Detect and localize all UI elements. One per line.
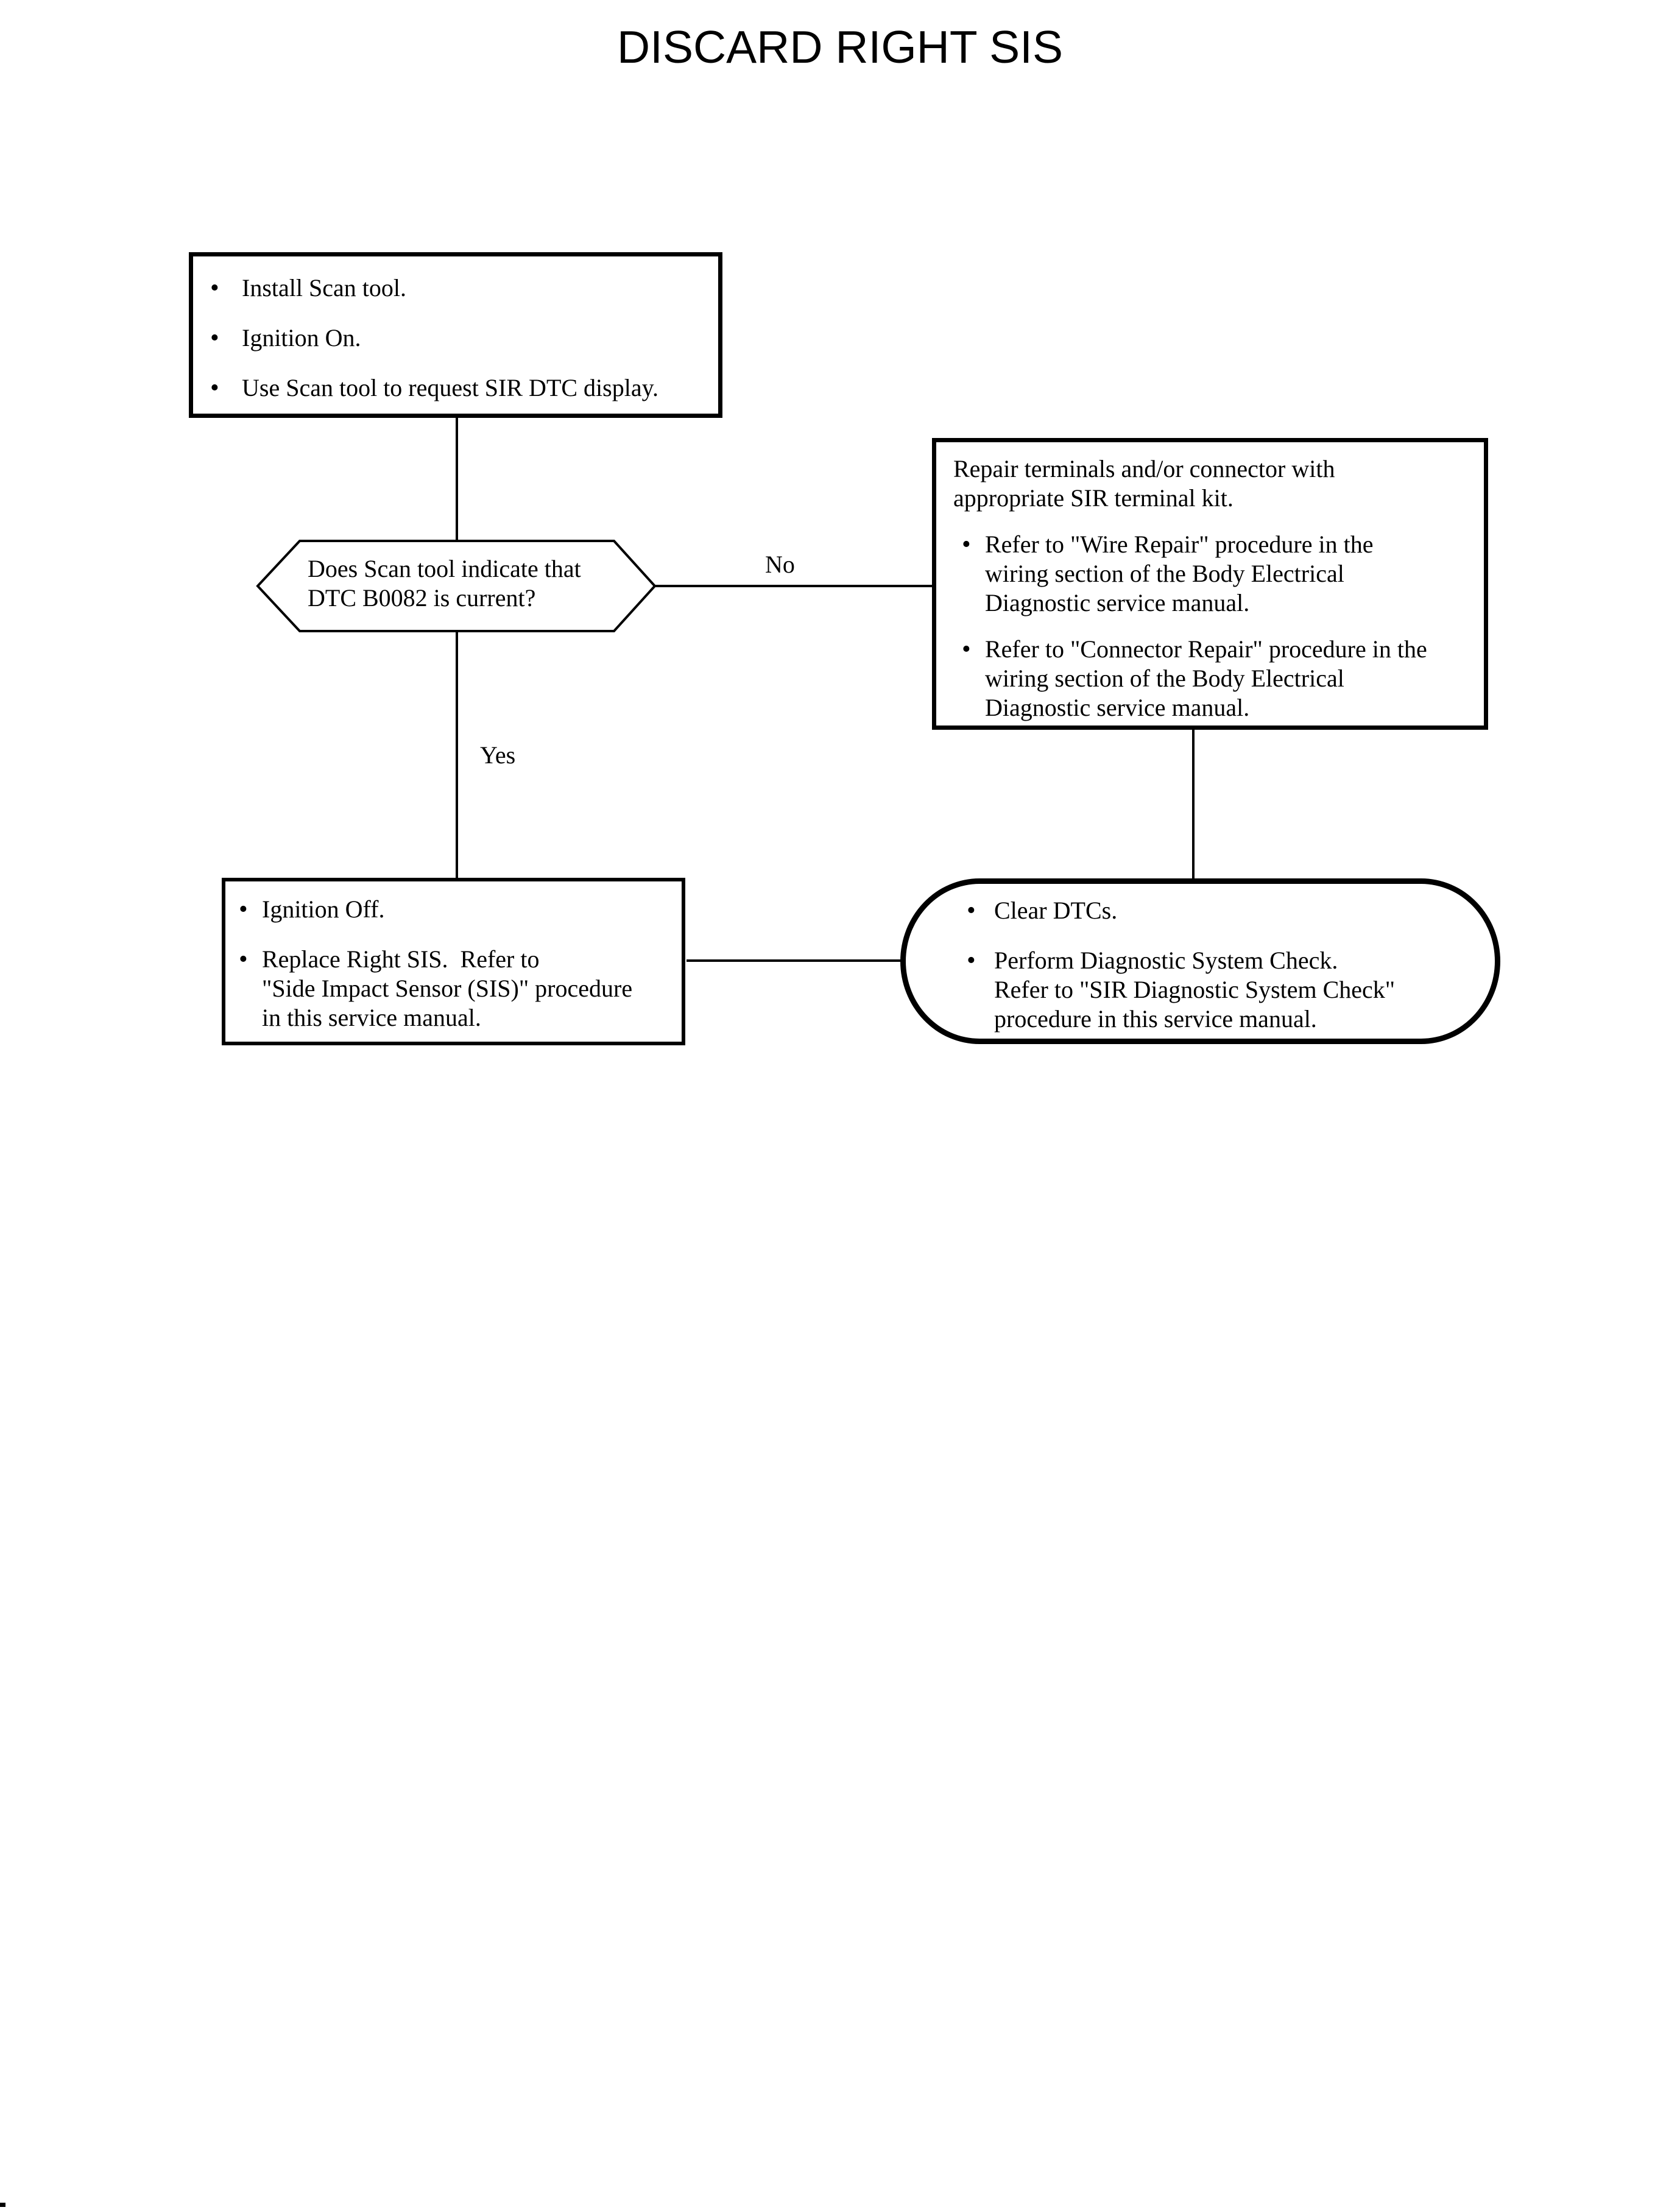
bullet-icon: •: [967, 897, 976, 925]
bullet-icon: •: [210, 374, 219, 402]
bullet-icon: •: [962, 635, 971, 663]
bullet-icon: •: [239, 945, 248, 973]
no-branch-label: No: [765, 551, 795, 578]
step-text: Perform Diagnostic System Check. Refer t…: [994, 947, 1396, 1033]
bullet-icon: •: [210, 274, 219, 302]
step-text: Replace Right SIS. Refer to "Side Impact…: [262, 945, 633, 1031]
start-node: • Install Scan tool. • Ignition On. • Us…: [189, 252, 722, 418]
list-item: • Clear DTCs.: [967, 896, 1491, 925]
bullet-icon: •: [210, 324, 219, 352]
repair-node: Repair terminals and/or connector with a…: [932, 438, 1488, 730]
list-item: • Refer to "Wire Repair" procedure in th…: [962, 530, 1480, 618]
end-node: • Clear DTCs. • Perform Diagnostic Syste…: [900, 878, 1500, 1044]
decision-text-line: Does Scan tool indicate that: [308, 555, 581, 582]
step-text: Install Scan tool.: [242, 274, 406, 302]
decision-text-line: DTC B0082 is current?: [308, 584, 536, 612]
replace-node: • Ignition Off. • Replace Right SIS. Ref…: [222, 878, 685, 1045]
decision-node: Does Scan tool indicate that DTC B0082 i…: [308, 554, 649, 613]
step-text: Refer to "Connector Repair" procedure in…: [985, 635, 1427, 721]
repair-intro-line: Repair terminals and/or connector with: [953, 455, 1335, 482]
list-item: • Ignition Off.: [239, 895, 679, 924]
yes-branch-label: Yes: [480, 741, 516, 769]
step-text: Ignition On.: [242, 324, 361, 351]
step-text: Clear DTCs.: [994, 897, 1118, 924]
step-text: Refer to "Wire Repair" procedure in the …: [985, 531, 1374, 616]
list-item: • Replace Right SIS. Refer to "Side Impa…: [239, 945, 679, 1033]
list-item: • Refer to "Connector Repair" procedure …: [962, 635, 1480, 722]
list-item: • Perform Diagnostic System Check. Refer…: [967, 946, 1491, 1034]
bullet-icon: •: [962, 531, 971, 559]
list-item: • Install Scan tool.: [210, 274, 716, 303]
scan-artifact-speck: [0, 2203, 5, 2207]
list-item: • Use Scan tool to request SIR DTC displ…: [210, 373, 716, 403]
bullet-icon: •: [967, 947, 976, 975]
list-item: • Ignition On.: [210, 323, 716, 353]
repair-intro-line: appropriate SIR terminal kit.: [953, 484, 1234, 512]
step-text: Ignition Off.: [262, 895, 385, 923]
page-title: DISCARD RIGHT SIS: [616, 21, 1064, 72]
step-text: Use Scan tool to request SIR DTC display…: [242, 374, 659, 401]
bullet-icon: •: [239, 895, 248, 923]
repair-intro: Repair terminals and/or connector with a…: [953, 454, 1480, 513]
